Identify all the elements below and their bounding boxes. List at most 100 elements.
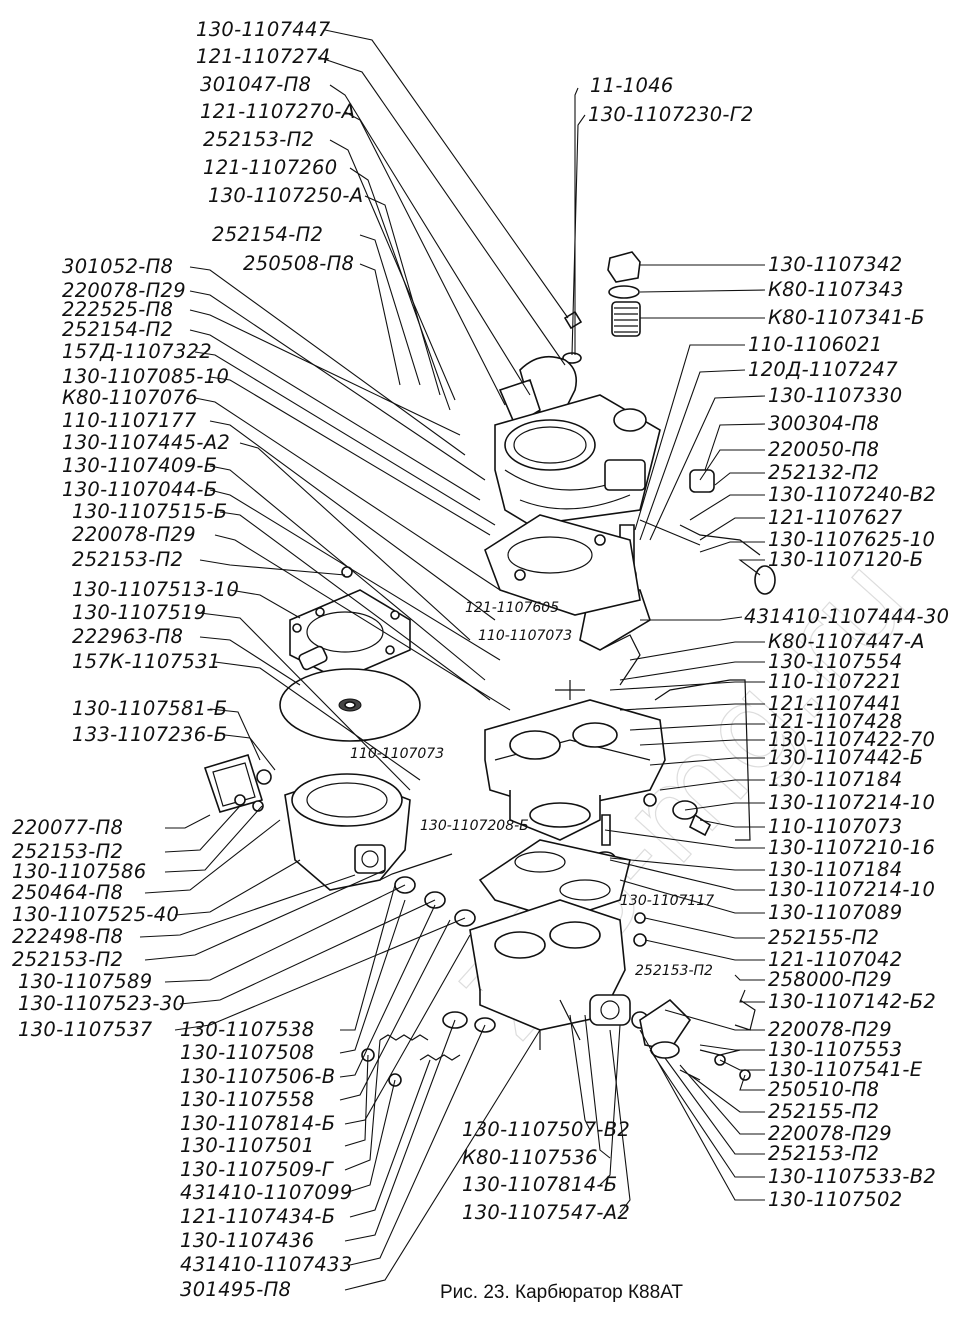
label-252153-p2-2: 252153-П2 [72, 548, 183, 571]
label-431410-1107433: 431410-1107433 [180, 1253, 353, 1276]
leader-lines [139, 29, 766, 1291]
label-110-1106021: 110-1106021 [748, 333, 882, 356]
labels-bottom-left: 130-1107538 130-1107508 130-1107506-В 13… [180, 1018, 353, 1301]
label-130-1107554: 130-1107554 [768, 650, 902, 673]
label-220078-p29-2: 220078-П29 [72, 523, 196, 546]
label-130-1107507-v2: 130-1107507-В2 [462, 1118, 630, 1141]
label-220078-p29: 220078-П29 [62, 279, 186, 302]
labels-right: 130-1107342 К80-1107343 К80-1107341-Б 11… [744, 253, 949, 1211]
label-121-1107441: 121-1107441 [768, 692, 902, 715]
filter-plug-part [607, 251, 641, 337]
labels-left-lower: 220077-П8 252153-П2 130-1107586 250464-П… [12, 816, 185, 1041]
label-130-1107250-a: 130-1107250-А [208, 184, 363, 207]
label-157k-1107531: 157К-1107531 [72, 650, 221, 673]
label-431410-1107099: 431410-1107099 [180, 1181, 353, 1204]
label-220050-p8: 220050-П8 [768, 438, 879, 461]
label-130-1107547-a2: 130-1107547-А2 [462, 1201, 630, 1224]
label-130-1107044-b: 130-1107044-Б [62, 478, 217, 501]
pump-plunger-springs [361, 853, 496, 1087]
middle-gasket [478, 839, 631, 921]
label-130-1107814-b: 130-1107814-Б [180, 1112, 335, 1135]
label-252153-p2-inner: 252153-П2 [635, 963, 713, 979]
label-11-1046: 11-1046 [590, 74, 674, 97]
label-250510-p8: 250510-П8 [768, 1078, 879, 1101]
label-252153-p2-3: 252153-П2 [12, 840, 123, 863]
label-121-1107605: 121-1107605 [465, 600, 559, 616]
label-130-1107210-16: 130-1107210-16 [768, 836, 935, 859]
label-130-1107538: 130-1107538 [180, 1018, 314, 1041]
label-k80-1107536: К80-1107536 [462, 1146, 598, 1169]
label-121-1107428: 121-1107428 [768, 710, 902, 733]
label-252153-p2-4: 252153-П2 [12, 948, 123, 971]
label-252132-p2: 252132-П2 [768, 461, 879, 484]
label-301495-p8: 301495-П8 [180, 1278, 291, 1301]
label-110-1107073: 110-1107073 [768, 815, 902, 838]
label-121-1107270-a: 121-1107270-А [200, 100, 355, 123]
label-130-1107240-v2: 130-1107240-В2 [768, 483, 936, 506]
label-121-1107042: 121-1107042 [768, 948, 902, 971]
label-130-1107501: 130-1107501 [180, 1134, 314, 1157]
label-130-1107117: 130-1107117 [620, 893, 714, 909]
label-301052-p8: 301052-П8 [62, 255, 173, 278]
label-130-1107120-b: 130-1107120-Б [768, 548, 923, 571]
label-130-1107541-e: 130-1107541-Е [768, 1058, 923, 1081]
label-220078-p29-3: 220078-П29 [768, 1018, 892, 1041]
economizer-diaphragm-cover [289, 566, 411, 681]
label-130-1107515-b: 130-1107515-Б [72, 500, 227, 523]
label-220077-p8: 220077-П8 [12, 816, 123, 839]
label-k80-1107076: К80-1107076 [62, 386, 198, 409]
label-121-1107627: 121-1107627 [768, 506, 903, 529]
label-130-1107581-b: 130-1107581-Б [72, 697, 227, 720]
label-110-1107073-inner: 110-1107073 [478, 628, 572, 644]
label-258000-p29: 258000-П29 [768, 968, 892, 991]
label-220078-p29-4: 220078-П29 [768, 1122, 892, 1145]
labels-left: 301052-П8 220078-П29 222525-П8 252154-П2… [62, 255, 239, 746]
label-130-1107519: 130-1107519 [72, 601, 206, 624]
label-252155-p2-2: 252155-П2 [768, 1100, 879, 1123]
label-252155-p2: 252155-П2 [768, 926, 879, 949]
label-130-1107589: 130-1107589 [18, 970, 152, 993]
throttle-lever [639, 998, 756, 1081]
label-130-1107422-70: 130-1107422-70 [768, 728, 935, 751]
label-222498-p8: 222498-П8 [12, 925, 123, 948]
label-121-1107260: 121-1107260 [203, 156, 337, 179]
label-252154-p2: 252154-П2 [212, 223, 323, 246]
label-130-1107445-a2: 130-1107445-А2 [62, 431, 230, 454]
air-horn-cover [494, 394, 661, 526]
label-130-1107525-40: 130-1107525-40 [12, 903, 179, 926]
label-252153-p2: 252153-П2 [203, 128, 314, 151]
label-431410-1107444-30: 431410-1107444-30 [744, 605, 949, 628]
label-130-1107502: 130-1107502 [768, 1188, 902, 1211]
label-300304-p8: 300304-П8 [768, 412, 879, 435]
label-k80-1107341-b: К80-1107341-Б [768, 306, 925, 329]
label-130-1107208-b: 130-1107208-Б [420, 818, 529, 834]
label-130-1107625-10: 130-1107625-10 [768, 528, 935, 551]
label-130-1107085-10: 130-1107085-10 [62, 365, 229, 388]
label-110-1107221: 110-1107221 [768, 670, 902, 693]
label-222963-p8: 222963-П8 [72, 625, 183, 648]
label-130-1107230-g2: 130-1107230-Г2 [588, 103, 754, 126]
diaphragm-disk [279, 668, 421, 742]
label-133-1107236-b: 133-1107236-Б [72, 723, 227, 746]
figure-caption: Рис. 23. Карбюратор К88АТ [440, 1282, 683, 1303]
label-130-1107509-g: 130-1107509-Г [180, 1158, 335, 1181]
label-252154-p2: 252154-П2 [62, 318, 173, 341]
label-130-1107553: 130-1107553 [768, 1038, 902, 1061]
label-130-1107513-10: 130-1107513-10 [72, 578, 239, 601]
label-k80-1107343: К80-1107343 [768, 278, 904, 301]
label-301047-p8: 301047-П8 [200, 73, 311, 96]
label-110-1107073-inner-2: 110-1107073 [350, 746, 444, 762]
label-110-1107177: 110-1107177 [62, 409, 197, 432]
parts-drawing [203, 251, 776, 1087]
label-130-1107089: 130-1107089 [768, 901, 902, 924]
labels-top-left: 130-1107447 121-1107274 301047-П8 121-11… [196, 18, 363, 275]
label-130-1107184-2: 130-1107184 [768, 858, 902, 881]
label-130-1107586: 130-1107586 [12, 860, 146, 883]
labels-bottom-center: 130-1107507-В2 К80-1107536 130-1107814-Б… [462, 1118, 630, 1224]
label-121-1107274: 121-1107274 [196, 45, 330, 68]
label-130-1107214-10: 130-1107214-10 [768, 791, 935, 814]
label-130-1107558: 130-1107558 [180, 1088, 314, 1111]
label-k80-1107447-a: К80-1107447-А [768, 630, 925, 653]
